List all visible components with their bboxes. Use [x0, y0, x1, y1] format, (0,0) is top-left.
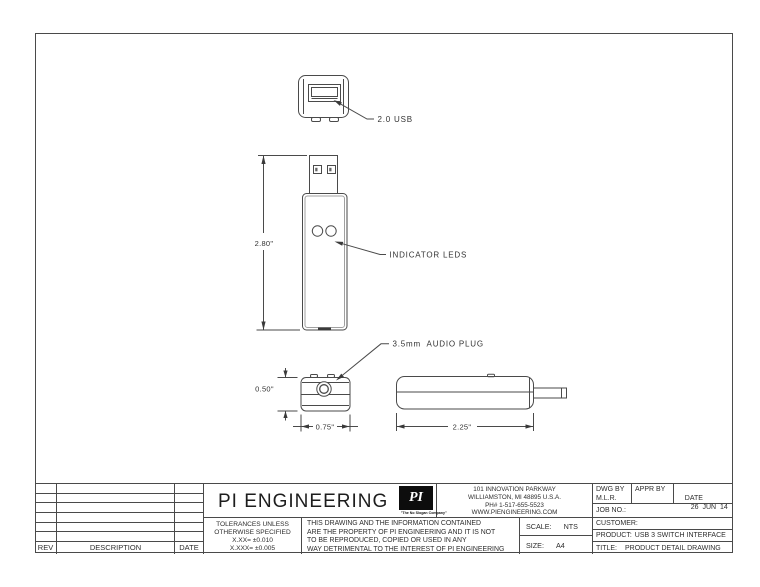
- dim-body-width-label: 0.75": [316, 423, 335, 432]
- dwg-by-cell: DWG BY M.L.R.: [593, 484, 632, 504]
- scale-label: SCALE:: [526, 522, 552, 531]
- customer-cell: CUSTOMER:: [593, 518, 733, 530]
- side-view: [396, 373, 567, 410]
- rev-row: [35, 532, 203, 542]
- company-cell: PI ENGINEERING PI "The No Slogan Company…: [204, 484, 447, 518]
- disclaimer-line: ARE THE PROPERTY OF PI ENGINEERING AND I…: [307, 528, 496, 536]
- tolerance-line: OTHERWISE SPECIFIED: [214, 529, 291, 536]
- rev-row: [35, 503, 203, 513]
- audio-leader: 3.5mm AUDIO PLUG: [336, 340, 484, 381]
- dwg-by-value: M.L.R.: [596, 495, 617, 502]
- address-line: WILLIAMSTON, MI 48895 U.S.A.: [468, 493, 561, 501]
- drawing-title-value: PRODUCT DETAIL DRAWING: [625, 544, 721, 552]
- title-block: REV DESCRIPTION DATE PI ENGINEERING PI "…: [35, 483, 733, 554]
- dim-body-length-label: 2.25": [453, 423, 472, 432]
- usb-top-view: [298, 75, 349, 122]
- product-label: PRODUCT:: [596, 532, 632, 539]
- dim-body-length: 2.25": [396, 413, 534, 432]
- address-block: 101 INNOVATION PARKWAY WILLIAMSTON, MI 4…: [437, 484, 593, 518]
- size-label: SIZE:: [526, 540, 544, 550]
- end-view: [300, 374, 351, 412]
- scale-value: NTS: [563, 522, 578, 531]
- disclaimer-line: THIS DRAWING AND THE INFORMATION CONTAIN…: [307, 520, 481, 527]
- usb-label: 2.0 USB: [378, 115, 413, 124]
- disclaimer-block: THIS DRAWING AND THE INFORMATION CONTAIN…: [302, 518, 520, 554]
- product-value: USB 3 SWITCH INTERFACE: [634, 532, 726, 539]
- dwg-by-label: DWG BY: [596, 486, 625, 493]
- dim-body-height-label: 0.50": [255, 385, 274, 394]
- rev-row: [35, 493, 203, 504]
- rev-header-rev: REV: [35, 541, 57, 554]
- usb-leader: 2.0 USB: [333, 100, 413, 124]
- front-view: [302, 155, 348, 331]
- dim-overall-height-label: 2.80": [255, 239, 274, 248]
- address-line: WWW.PIENGINEERING.COM: [471, 509, 558, 517]
- date-value: 26 JUN 14: [690, 504, 728, 511]
- customer-label: CUSTOMER:: [596, 520, 638, 527]
- company-logo: PI "The No Slogan Company": [399, 486, 447, 515]
- rev-header-description: DESCRIPTION: [57, 541, 175, 554]
- rev-header-row: REV DESCRIPTION DATE: [35, 541, 203, 554]
- date-cell: DATE 26 JUN 14: [674, 484, 733, 511]
- company-name: PI ENGINEERING: [218, 491, 389, 512]
- address-line: PH# 1-517-655-5523: [485, 501, 544, 509]
- tolerances-block: TOLERANCES UNLESS OTHERWISE SPECIFIED X.…: [204, 518, 302, 554]
- size-cell: SIZE: A4: [520, 536, 593, 554]
- appr-by-cell: APPR BY: [632, 484, 674, 504]
- size-value: A4: [555, 540, 565, 550]
- dim-body-width: 0.75": [293, 414, 358, 432]
- rev-row: [35, 484, 203, 494]
- pi-logo-icon: PI: [399, 486, 433, 510]
- tolerance-line: X.XXX= ±0.005: [229, 545, 276, 552]
- date-label: DATE: [684, 495, 703, 502]
- product-cell: PRODUCT: USB 3 SWITCH INTERFACE: [593, 530, 733, 542]
- rev-header-date: DATE: [179, 543, 199, 553]
- appr-by-label: APPR BY: [635, 486, 666, 493]
- led-indicator: [311, 225, 324, 237]
- job-no-label: JOB NO.:: [596, 507, 626, 514]
- disclaimer-line: TO BE REPRODUCED, COPIED OR USED IN ANY: [307, 537, 467, 544]
- rev-row: [35, 512, 203, 523]
- drawing-title-cell: TITLE: PRODUCT DETAIL DRAWING: [593, 542, 733, 554]
- drawing-title-label: TITLE:: [596, 544, 618, 552]
- leds-label: INDICATOR LEDS: [390, 251, 468, 260]
- tolerance-line: TOLERANCES UNLESS: [216, 521, 289, 528]
- scale-cell: SCALE: NTS: [520, 518, 593, 536]
- revision-table: REV DESCRIPTION DATE: [35, 484, 204, 554]
- tolerance-line: X.XX= ±0.010: [232, 537, 273, 544]
- audio-label: 3.5mm AUDIO PLUG: [393, 340, 484, 349]
- disclaimer-line: WAY DETRIMENTAL TO THE INTEREST OF PI EN…: [307, 545, 505, 553]
- leds-leader: INDICATOR LEDS: [334, 241, 468, 260]
- dim-body-height: 0.50": [255, 368, 298, 421]
- led-indicator: [325, 225, 337, 237]
- job-no-cell: JOB NO.:: [593, 504, 733, 518]
- dim-overall-height: 2.80": [255, 155, 307, 331]
- address-line: 101 INNOVATION PARKWAY: [473, 486, 556, 493]
- logo-tagline: "The No Slogan Company": [400, 510, 447, 515]
- sheet-border: [35, 33, 733, 553]
- rev-row: [35, 522, 203, 533]
